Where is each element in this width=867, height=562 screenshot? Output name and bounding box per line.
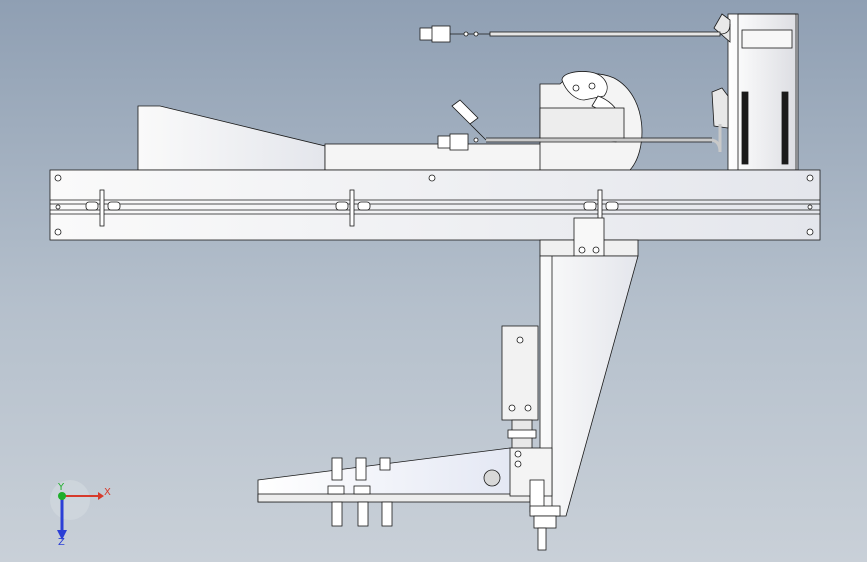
suction-fittings (327, 457, 393, 527)
coordinate-triad: X Y Z (50, 480, 111, 548)
suction-gripper (257, 447, 561, 551)
axis-label-y: Y (57, 482, 65, 493)
motor-slot-right (781, 91, 789, 165)
cylinder-block (501, 325, 539, 451)
power-cable (437, 99, 722, 153)
motor-slot-left (741, 91, 749, 165)
vertical-arm (539, 217, 639, 517)
encoder-cable (419, 23, 731, 43)
servo-motor (711, 13, 799, 171)
axis-label-x: X (104, 487, 111, 498)
cable-chain (539, 71, 643, 171)
axis-label-z: Z (58, 537, 65, 548)
linear-rail (49, 169, 821, 241)
